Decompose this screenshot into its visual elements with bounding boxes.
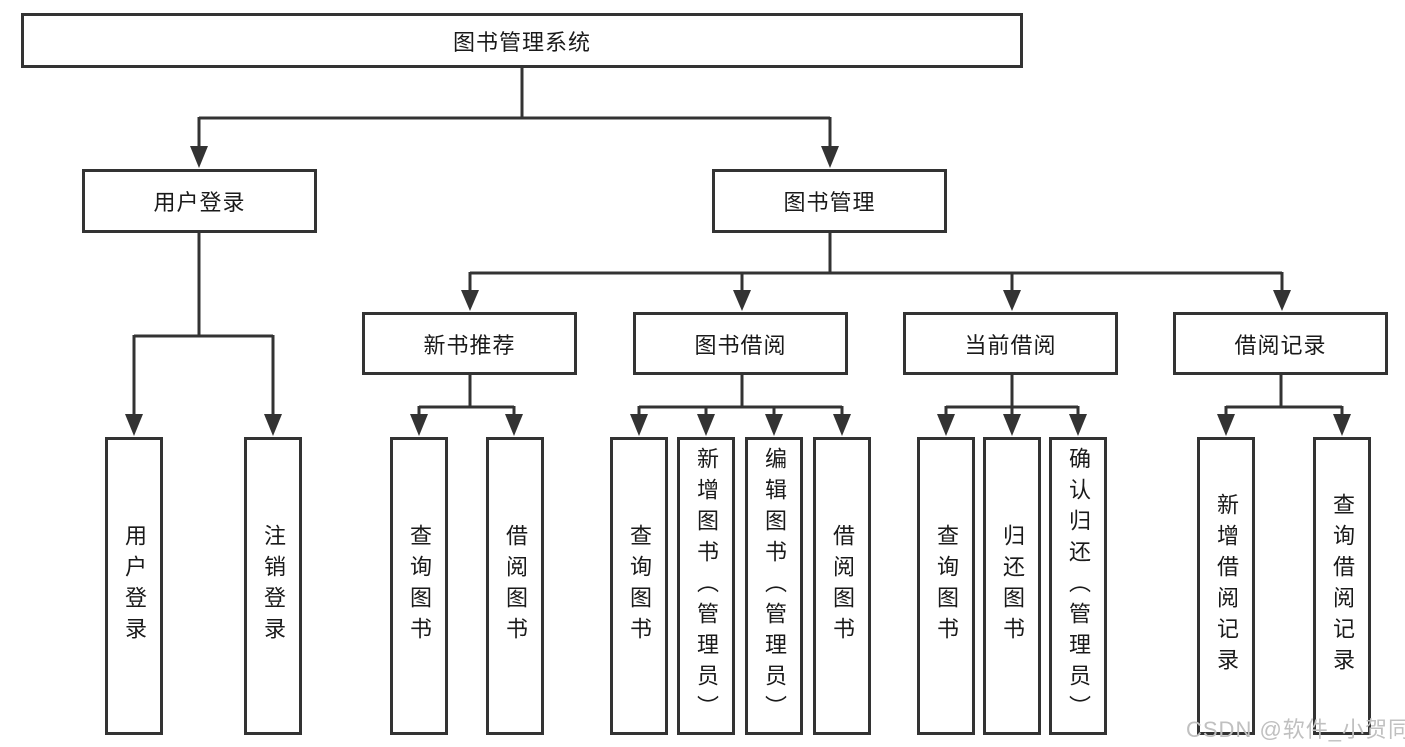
- leaf-borrow-books-1-label: 借阅图书: [503, 524, 528, 648]
- leaf-edit-books-admin: 编辑图书（管理员）: [745, 437, 803, 735]
- leaf-add-borrow-record-label: 新增借阅记录: [1214, 493, 1239, 679]
- leaf-query-borrow-record-label: 查询借阅记录: [1330, 493, 1355, 679]
- leaf-edit-books-admin-label: 编辑图书（管理员）: [762, 446, 787, 726]
- node-root: 图书管理系统: [21, 13, 1023, 68]
- node-current-borrow: 当前借阅: [903, 312, 1118, 375]
- leaf-confirm-return-admin: 确认归还（管理员）: [1049, 437, 1107, 735]
- leaf-logout: 注销登录: [244, 437, 302, 735]
- leaf-query-borrow-record: 查询借阅记录: [1313, 437, 1371, 735]
- leaf-add-books-admin: 新增图书（管理员）: [677, 437, 735, 735]
- leaf-logout-label: 注销登录: [261, 524, 286, 648]
- leaf-query-books-2: 查询图书: [610, 437, 668, 735]
- leaf-add-books-admin-label: 新增图书（管理员）: [694, 446, 719, 726]
- leaf-add-borrow-record: 新增借阅记录: [1197, 437, 1255, 735]
- leaf-user-login-label: 用户登录: [122, 524, 147, 648]
- arrowheads: [125, 146, 1351, 436]
- leaf-confirm-return-admin-label: 确认归还（管理员）: [1066, 446, 1091, 726]
- leaf-borrow-books-2: 借阅图书: [813, 437, 871, 735]
- leaf-return-books-label: 归还图书: [1000, 524, 1025, 648]
- leaf-query-books-3-label: 查询图书: [934, 524, 959, 648]
- node-new-book-recommend: 新书推荐: [362, 312, 577, 375]
- node-borrow-records: 借阅记录: [1173, 312, 1388, 375]
- node-book-borrow: 图书借阅: [633, 312, 848, 375]
- csdn-watermark: CSDN @软件_小贺同学: [1186, 717, 1405, 742]
- leaf-user-login: 用户登录: [105, 437, 163, 735]
- leaf-query-books-1-label: 查询图书: [407, 524, 432, 648]
- leaf-query-books-2-label: 查询图书: [627, 524, 652, 648]
- leaf-query-books-3: 查询图书: [917, 437, 975, 735]
- leaf-return-books: 归还图书: [983, 437, 1041, 735]
- leaf-borrow-books-1: 借阅图书: [486, 437, 544, 735]
- node-user-login: 用户登录: [82, 169, 317, 233]
- leaf-query-books-1: 查询图书: [390, 437, 448, 735]
- node-book-management: 图书管理: [712, 169, 947, 233]
- leaf-borrow-books-2-label: 借阅图书: [830, 524, 855, 648]
